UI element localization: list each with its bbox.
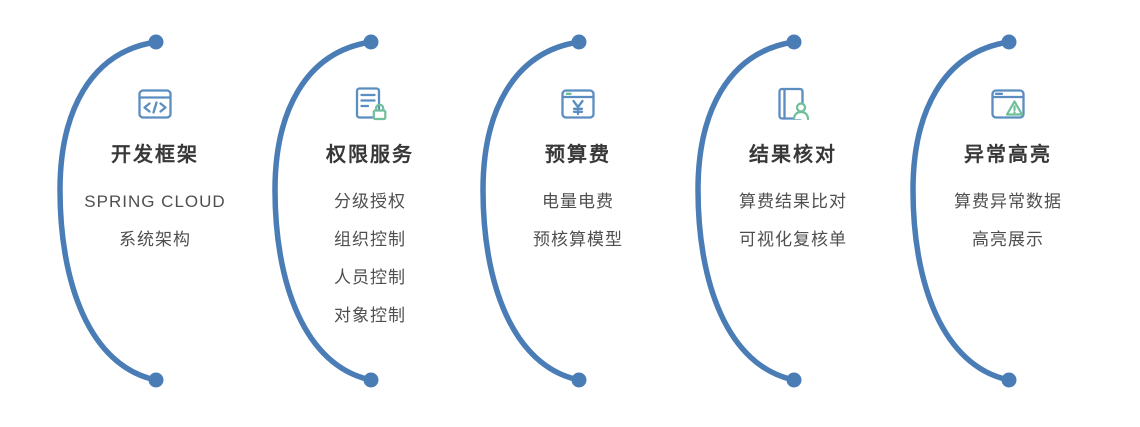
section-line: 系统架构 xyxy=(119,230,191,249)
section-line: 算费异常数据 xyxy=(954,192,1062,211)
section-title: 异常高亮 xyxy=(964,144,1052,166)
section-line: 分级授权 xyxy=(334,192,406,211)
flow-dot-bottom xyxy=(1001,372,1017,388)
section-title: 结果核对 xyxy=(749,144,837,166)
section-dev-framework: 开发框架 SPRING CLOUD 系统架构 xyxy=(45,0,265,427)
section-line: 电量电费 xyxy=(542,192,614,211)
section-result-check: 结果核对 算费结果比对 可视化复核单 xyxy=(683,0,903,427)
section-budget-fee: 预算费 电量电费 预核算模型 xyxy=(468,0,688,427)
code-window-icon xyxy=(45,84,265,126)
section-line: 可视化复核单 xyxy=(739,230,847,249)
section-line: 算费结果比对 xyxy=(739,192,847,211)
section-line: 人员控制 xyxy=(334,268,406,287)
section-exception-highlight: 异常高亮 算费异常数据 高亮展示 xyxy=(898,0,1118,427)
section-line: 组织控制 xyxy=(334,230,406,249)
section-title: 权限服务 xyxy=(326,144,414,166)
flow-dot-bottom xyxy=(148,372,164,388)
flow-dot-bottom xyxy=(571,372,587,388)
flow-dot-bottom xyxy=(786,372,802,388)
section-line: SPRING CLOUD xyxy=(84,192,226,211)
book-user-icon xyxy=(683,84,903,126)
section-line: 预核算模型 xyxy=(533,230,623,249)
section-title: 开发框架 xyxy=(111,144,199,166)
flow-dot-bottom xyxy=(363,372,379,388)
section-line: 对象控制 xyxy=(334,306,406,325)
yen-window-icon xyxy=(468,84,688,126)
section-permission-service: 权限服务 分级授权 组织控制 人员控制 对象控制 xyxy=(260,0,480,427)
section-title: 预算费 xyxy=(545,144,611,166)
document-lock-icon xyxy=(260,84,480,126)
alert-window-icon xyxy=(898,84,1118,126)
section-line: 高亮展示 xyxy=(972,230,1044,249)
